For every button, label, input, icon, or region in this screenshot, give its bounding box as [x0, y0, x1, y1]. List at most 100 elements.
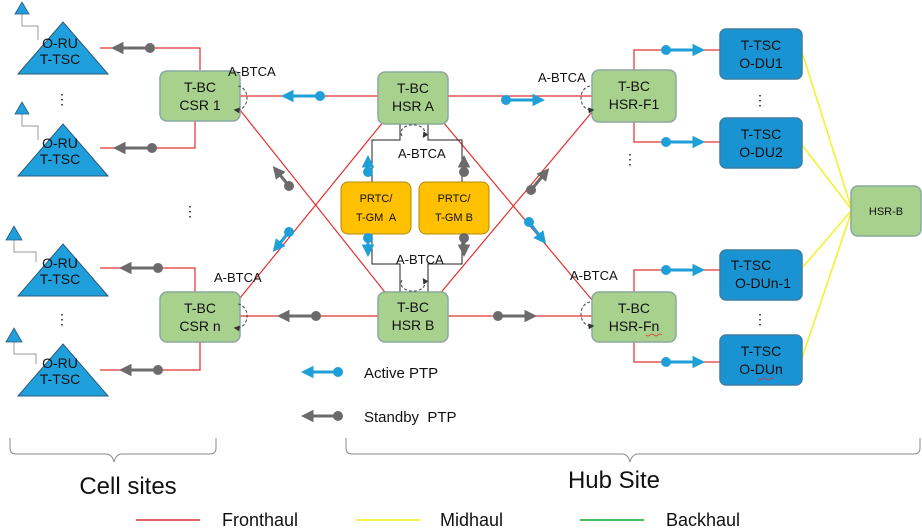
- link-dun1-hsrb: [801, 209, 853, 269]
- dun-line2: O-DUn: [739, 361, 783, 377]
- hsra-line2: HSR A: [392, 98, 435, 114]
- gray-arrow-icon: [526, 168, 550, 195]
- node-du1: T-TSC O-DU1: [719, 28, 803, 80]
- blue-arrow-icon: [661, 355, 706, 369]
- ellipsis-hsrf: ⋮: [623, 151, 637, 167]
- link-csr1-hsrb: [239, 109, 389, 297]
- node-csrn: T-BC CSR n: [159, 291, 241, 343]
- node-prtca: PRTC/ T-GM A: [340, 181, 412, 235]
- ru-label-1: O-RU: [42, 355, 78, 371]
- dashed-loop-icon: [580, 85, 595, 114]
- du2-line2: O-DU2: [739, 144, 783, 160]
- antenna-icon: [14, 1, 39, 40]
- blue-arrow-icon: [272, 227, 294, 252]
- ru-label-2: T-TSC: [40, 371, 80, 387]
- node-hsrf1: T-BC HSR-F1: [591, 69, 677, 123]
- ellipsis-ru-bottom: ⋮: [55, 311, 69, 327]
- hsrfn-line2: HSR-Fn: [609, 318, 660, 334]
- radio-unit-1: O-RU T-TSC: [14, 1, 110, 75]
- radio-unit-4: O-RU T-TSC: [5, 327, 110, 397]
- radio-units: O-RU T-TSC O-RU T-TSC O-RU T-TSC: [5, 1, 110, 397]
- link-ru3-csrn: [100, 267, 196, 292]
- link-hsra-prtca: [371, 124, 401, 182]
- link-legend: Fronthaul Midhaul Backhaul: [136, 510, 740, 529]
- dashed-loop-icon: [233, 303, 248, 332]
- btca-label-hsr-top: A-BTCA: [398, 146, 446, 161]
- hub-site-label: Hub Site: [568, 467, 660, 494]
- ru-label-1: O-RU: [42, 135, 78, 151]
- backhaul-legend-label: Backhaul: [666, 510, 740, 529]
- dun1-line2: O-DUn-1: [735, 275, 791, 291]
- gray-arrow-icon: [457, 233, 471, 258]
- ru-label-1: O-RU: [42, 35, 78, 51]
- prtcb-line2: T-GM B: [435, 212, 473, 224]
- link-du2-hsrb: [801, 144, 853, 211]
- link-hsra-hsrfn: [437, 115, 593, 301]
- fronthaul-legend-label: Fronthaul: [222, 510, 298, 529]
- cell-sites-label: Cell sites: [79, 473, 176, 500]
- du-nodes: T-TSC O-DU1 T-TSC O-DU2 T-TSC O-DUn-1 T-…: [719, 28, 803, 386]
- gray-arrow-icon: [276, 309, 321, 323]
- node-dun: T-TSC O-DUn: [719, 334, 803, 386]
- ru-triangle: [16, 343, 110, 397]
- antenna-icon: [14, 101, 39, 140]
- hsrb-line1: T-BC: [397, 299, 429, 315]
- gray-arrow-icon: [272, 166, 294, 191]
- node-prtcb: PRTC/ T-GM B: [418, 181, 490, 235]
- ellipsis-du-bottom: ⋮: [753, 311, 767, 327]
- ellipses: ⋮ ⋮ ⋮ ⋮ ⋮ ⋮: [55, 91, 767, 327]
- csrn-line1: T-BC: [184, 300, 216, 316]
- link-hsrfn-dun1: [633, 269, 720, 292]
- legend-active-label: Active PTP: [364, 365, 438, 382]
- ptp-legend: Active PTP Standby PTP: [300, 365, 457, 426]
- dashed-loop-icon: [580, 301, 595, 330]
- midhaul-legend-label: Midhaul: [440, 510, 503, 529]
- link-hsrf1-du1: [633, 49, 720, 70]
- dun1-line1: T-TSC: [731, 257, 771, 273]
- ellipsis-ru-mid: ⋮: [183, 203, 197, 219]
- dashed-loop-icon: [233, 85, 248, 114]
- grandmasters: PRTC/ T-GM A PRTC/ T-GM B: [340, 181, 490, 235]
- du1-line2: O-DU1: [739, 55, 783, 71]
- hsrf1-line2: HSR-F1: [609, 96, 660, 112]
- prtca-line1: PRTC/: [360, 193, 394, 205]
- legend-standby: Standby PTP: [300, 409, 457, 426]
- gray-arrow-icon: [118, 261, 163, 275]
- antenna-icon: [5, 327, 37, 364]
- btca-label-csrn: A-BTCA: [214, 270, 262, 285]
- ptp-arrows: [110, 41, 706, 377]
- link-du1-hsrb: [801, 51, 853, 211]
- csr1-line1: T-BC: [184, 79, 216, 95]
- csrn-line2: CSR n: [179, 318, 220, 334]
- link-ru2-csr1: [100, 120, 196, 149]
- btca-label-csr1: A-BTCA: [228, 64, 276, 79]
- blue-arrow-icon: [361, 233, 375, 258]
- cell-sites-brace: [9, 438, 217, 463]
- link-dun-hsrb: [801, 209, 853, 359]
- blue-arrow-icon: [361, 154, 375, 177]
- hub-site-brace: [345, 438, 921, 463]
- node-hsrb: T-BC HSR B: [377, 291, 449, 343]
- ru-label-1: O-RU: [42, 255, 78, 271]
- spellcheck-underline: [757, 377, 775, 381]
- ellipsis-du-top: ⋮: [753, 92, 767, 108]
- ru-triangle: [16, 21, 110, 75]
- blue-arrow-icon: [280, 89, 325, 103]
- gray-arrow-icon: [457, 154, 471, 177]
- link-hsrfn-dun: [633, 342, 720, 363]
- ru-triangle: [16, 123, 110, 177]
- spellcheck-underline: [645, 333, 663, 337]
- antenna-icon: [5, 225, 37, 262]
- node-dun1: T-TSC O-DUn-1: [719, 249, 803, 301]
- legend-standby-label: Standby PTP: [364, 409, 457, 426]
- blue-arrow-icon: [300, 365, 343, 379]
- ru-label-2: T-TSC: [40, 271, 80, 287]
- btca-label-hsrf1: A-BTCA: [538, 70, 586, 85]
- du1-line1: T-TSC: [741, 37, 781, 53]
- node-du2: T-TSC O-DU2: [719, 117, 803, 169]
- hsrb-right-label: HSR-B: [869, 206, 903, 218]
- ru-label-2: T-TSC: [40, 51, 80, 67]
- link-ru4-csrn: [100, 342, 201, 371]
- site-braces: [9, 438, 921, 463]
